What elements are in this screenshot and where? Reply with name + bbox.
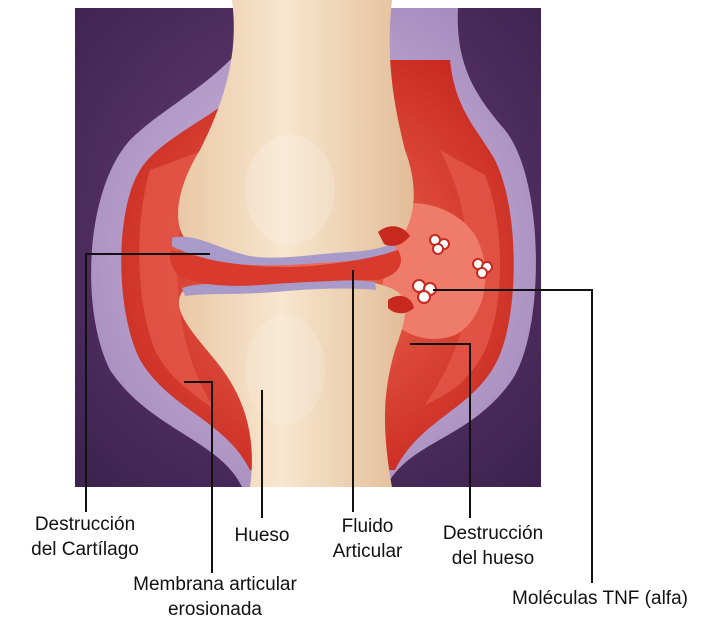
label-membrane-line1: Membrana articular	[100, 572, 330, 597]
label-bone-line1: Hueso	[222, 523, 302, 548]
bone-highlight	[245, 135, 335, 245]
label-bone: Hueso	[222, 523, 302, 548]
label-bone-destruction-line2: del hueso	[418, 546, 568, 571]
label-tnf-line1: Moléculas TNF (alfa)	[484, 586, 716, 611]
label-cartilage-destruction: Destrucción del Cartílago	[10, 512, 160, 562]
bone-highlight-lower	[245, 315, 325, 425]
label-cartilage-line2: del Cartílago	[10, 537, 160, 562]
label-joint-fluid: Fluido Articular	[315, 514, 420, 564]
label-tnf-molecules: Moléculas TNF (alfa)	[484, 586, 716, 611]
label-bone-destruction-line1: Destrucción	[418, 521, 568, 546]
label-membrane-line2: erosionada	[100, 597, 330, 622]
label-cartilage-line1: Destrucción	[10, 512, 160, 537]
label-fluid-line1: Fluido	[315, 514, 420, 539]
label-fluid-line2: Articular	[315, 539, 420, 564]
label-bone-destruction: Destrucción del hueso	[418, 521, 568, 571]
